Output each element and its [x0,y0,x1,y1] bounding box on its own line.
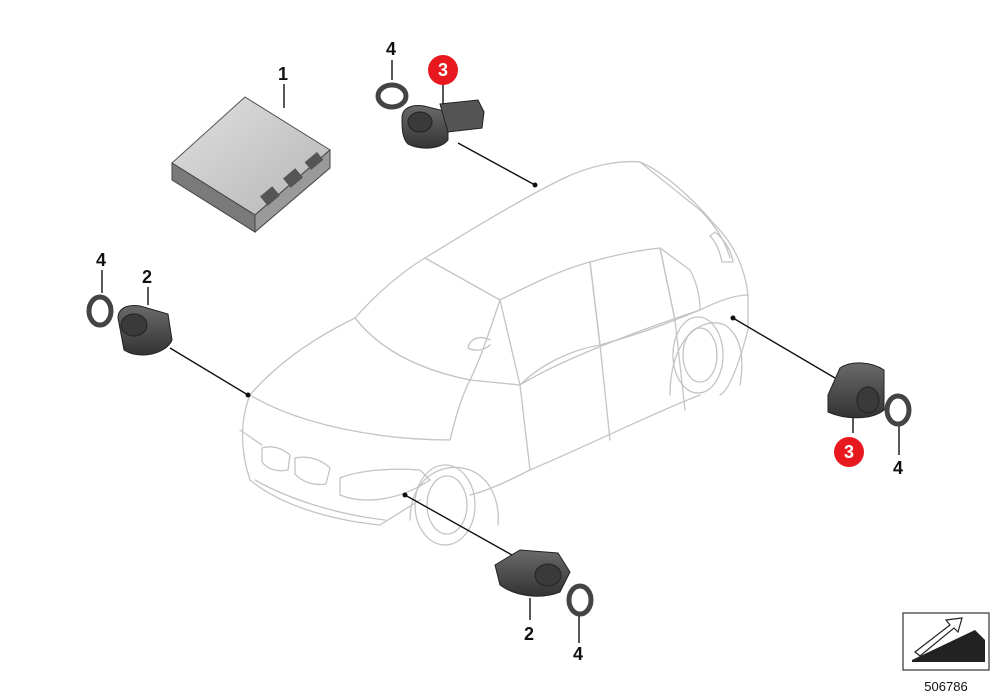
callout-front-left-ring: 4 [96,250,106,270]
callout-rear-right-ring: 4 [893,458,903,478]
callout-front-left-sensor: 2 [142,267,152,287]
leader-lines [101,60,900,643]
highlight-badge-rear-top [428,55,458,85]
callout-front-bottom-sensor: 2 [524,624,534,644]
control-unit-part [171,96,331,234]
callout-front-bottom-ring: 4 [573,644,583,664]
callout-control-unit: 1 [278,64,288,84]
car-outline [239,160,749,546]
callout-rear-top-ring: 4 [386,39,396,59]
reference-number: 506786 [924,679,967,694]
callout-rear-top-sensor: 3 [438,60,448,80]
rear-right-ring-part [884,393,912,427]
highlight-badge-rear-right [834,437,864,467]
rear-top-ring-part [375,82,409,110]
reference-icon [902,612,990,671]
rear-right-sensor-part [827,362,885,419]
rear-top-sensor-part [401,99,485,149]
front-left-ring-part [86,294,114,328]
front-left-sensor-part [117,305,173,356]
front-bottom-ring-part [566,583,594,617]
callout-rear-right-sensor: 3 [844,442,854,462]
front-bottom-sensor-part [494,549,571,597]
